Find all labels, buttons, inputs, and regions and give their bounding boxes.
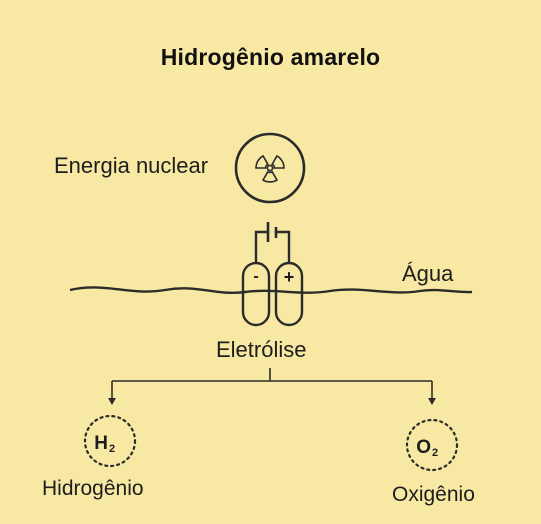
negative-electrode-sign: - (253, 268, 258, 285)
oxygen-molecule-icon: O 2 (405, 418, 459, 472)
oxygen-label: Oxigênio (392, 483, 475, 506)
hydrogen-molecule-icon: H 2 (83, 414, 137, 468)
electrolysis-cell-icon (241, 222, 304, 327)
h2-subscript: 2 (109, 443, 115, 455)
arrow-head-hydrogen (108, 398, 116, 405)
water-label: Água (402, 261, 454, 286)
radiation-icon (234, 132, 306, 204)
o2-symbol: O (416, 437, 431, 458)
output-arrows (111, 368, 433, 401)
o2-subscript: 2 (432, 447, 438, 459)
hydrogen-label: Hidrogênio (42, 477, 144, 500)
diagram-title: Hidrogênio amarelo (160, 44, 381, 70)
water-line (69, 286, 473, 294)
positive-electrode-sign: + (284, 267, 295, 287)
arrow-head-oxygen (428, 398, 436, 405)
electrolysis-label: Eletrólise (216, 337, 307, 362)
h2-symbol: H (94, 433, 108, 454)
energy-label: Energia nuclear (54, 153, 209, 178)
